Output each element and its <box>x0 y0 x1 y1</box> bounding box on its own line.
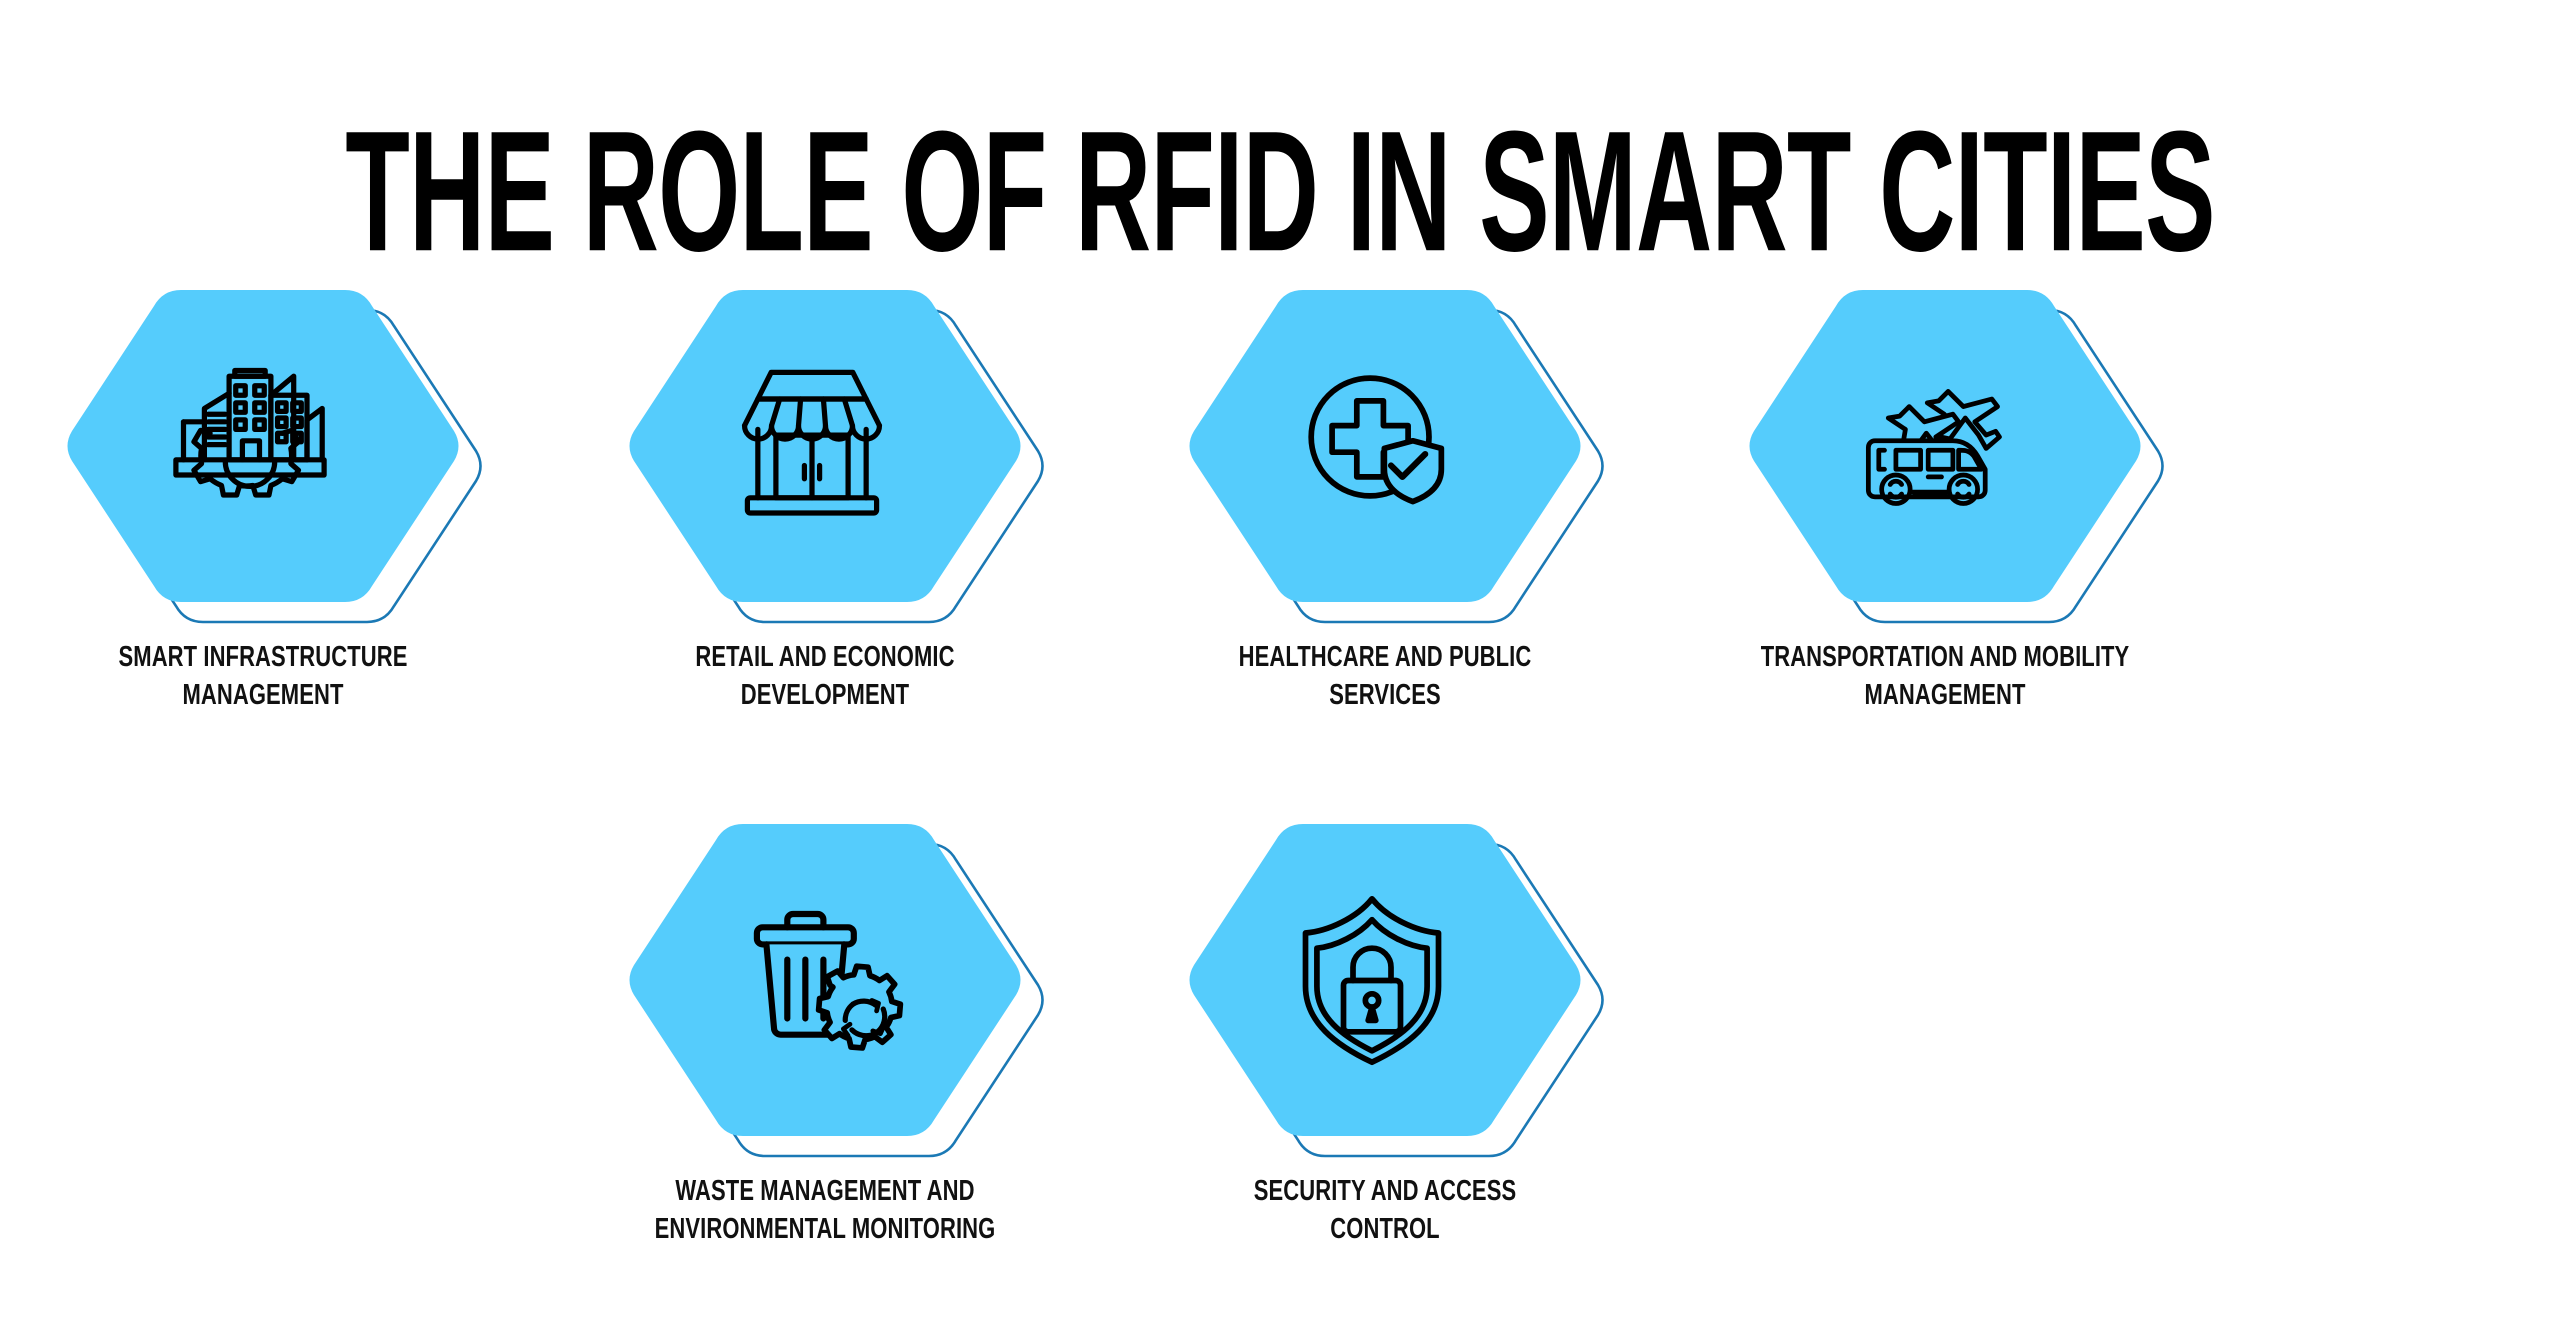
hexagon-badge <box>1745 276 2164 624</box>
card-label-line2: CONTROL <box>1330 1212 1440 1246</box>
card-label-line1: SMART INFRASTRUCTURE <box>118 640 408 673</box>
card-label: WASTE MANAGEMENT AND ENVIRONMENTAL MONIT… <box>623 1172 1028 1249</box>
hexagon-badge <box>1185 810 1604 1158</box>
card-label: TRANSPORTATION AND MOBILITY MANAGEMENT <box>1743 638 2148 715</box>
card-smart-infrastructure-management[interactable]: SMART INFRASTRUCTURE MANAGEMENT <box>33 276 493 711</box>
trash-bin-recycle-gear-icon <box>753 910 904 1051</box>
shield-padlock-icon <box>1302 895 1442 1066</box>
hexagon-badge <box>625 276 1044 624</box>
hexagon-fill <box>629 290 1021 602</box>
hexagon-shapes <box>629 290 1044 624</box>
medical-cross-shield-icon <box>1308 375 1445 505</box>
card-label-line2: SERVICES <box>1329 678 1441 712</box>
card-label: SMART INFRASTRUCTURE MANAGEMENT <box>61 638 466 715</box>
hexagon-shapes <box>67 290 482 624</box>
card-security-and-access-control[interactable]: SECURITY AND ACCESS CONTROL <box>1155 810 1615 1245</box>
storefront-icon <box>741 369 883 516</box>
hexagon-fill <box>67 290 459 602</box>
city-buildings-gear-icon <box>173 367 327 498</box>
card-healthcare-and-public-services[interactable]: HEALTHCARE AND PUBLIC SERVICES <box>1155 276 1615 711</box>
card-label-line1: HEALTHCARE AND PUBLIC <box>1238 640 1532 673</box>
card-transportation-and-mobility-management[interactable]: TRANSPORTATION AND MOBILITY MANAGEMENT <box>1715 276 2175 711</box>
hexagon-badge <box>1185 276 1604 624</box>
card-waste-management-and-environmental-monitoring[interactable]: WASTE MANAGEMENT AND ENVIRONMENTAL MONIT… <box>595 810 1055 1245</box>
airplanes-bus-icon <box>1865 389 2002 506</box>
page-title: THE ROLE OF RFID IN SMART CITIES <box>345 96 2215 288</box>
card-label: HEALTHCARE AND PUBLIC SERVICES <box>1183 638 1588 715</box>
card-retail-and-economic-development[interactable]: RETAIL AND ECONOMIC DEVELOPMENT <box>595 276 1055 711</box>
card-label-line2: ENVIRONMENTAL MONITORING <box>654 1212 996 1246</box>
card-label-line1: RETAIL AND ECONOMIC <box>695 640 955 673</box>
card-label: RETAIL AND ECONOMIC DEVELOPMENT <box>623 638 1028 715</box>
card-label: SECURITY AND ACCESS CONTROL <box>1183 1172 1588 1249</box>
card-label-line1: SECURITY AND ACCESS <box>1253 1174 1517 1207</box>
hexagon-badge <box>625 810 1044 1158</box>
card-label-line2: MANAGEMENT <box>1864 678 2026 712</box>
card-label-line1: TRANSPORTATION AND MOBILITY <box>1760 640 2130 673</box>
card-label-line2: DEVELOPMENT <box>740 678 910 712</box>
card-label-line1: WASTE MANAGEMENT AND <box>675 1174 975 1207</box>
card-label-line2: MANAGEMENT <box>182 678 344 712</box>
hexagon-badge <box>63 276 482 624</box>
